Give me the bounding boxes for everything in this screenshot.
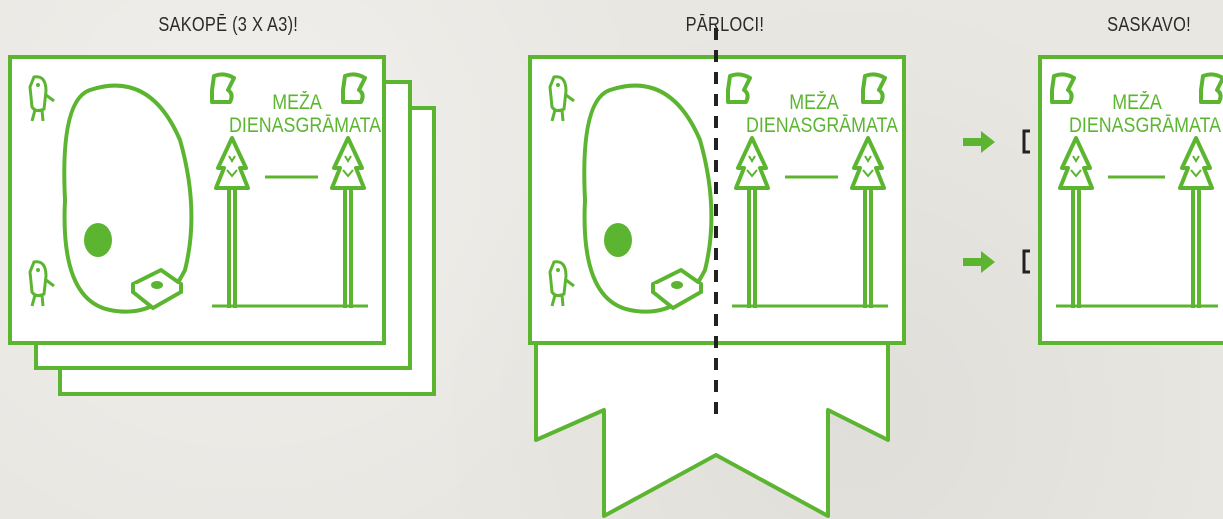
fold-panel [528, 28, 906, 518]
step-title-3: SASKAVO! [1107, 14, 1191, 36]
staple-bracket-icon [1022, 129, 1030, 154]
step-title-1: SAKOPĒ (3 X A3)! [158, 14, 299, 36]
stacked-sheets-panel [8, 55, 436, 396]
notebook-title-3: MEŽA DIENASGRĀMATA [1069, 91, 1222, 137]
staple-bracket-icon [1022, 249, 1030, 274]
arrow-right-icon [963, 251, 995, 273]
step-title-2: PĀRLOCI! [685, 14, 765, 36]
notebook-title-2: MEŽA DIENASGRĀMATA [746, 91, 899, 137]
arrow-right-icon [963, 131, 995, 153]
notebook-title-1: MEŽA DIENASGRĀMATA [229, 91, 382, 137]
staple-panel [963, 55, 1223, 345]
